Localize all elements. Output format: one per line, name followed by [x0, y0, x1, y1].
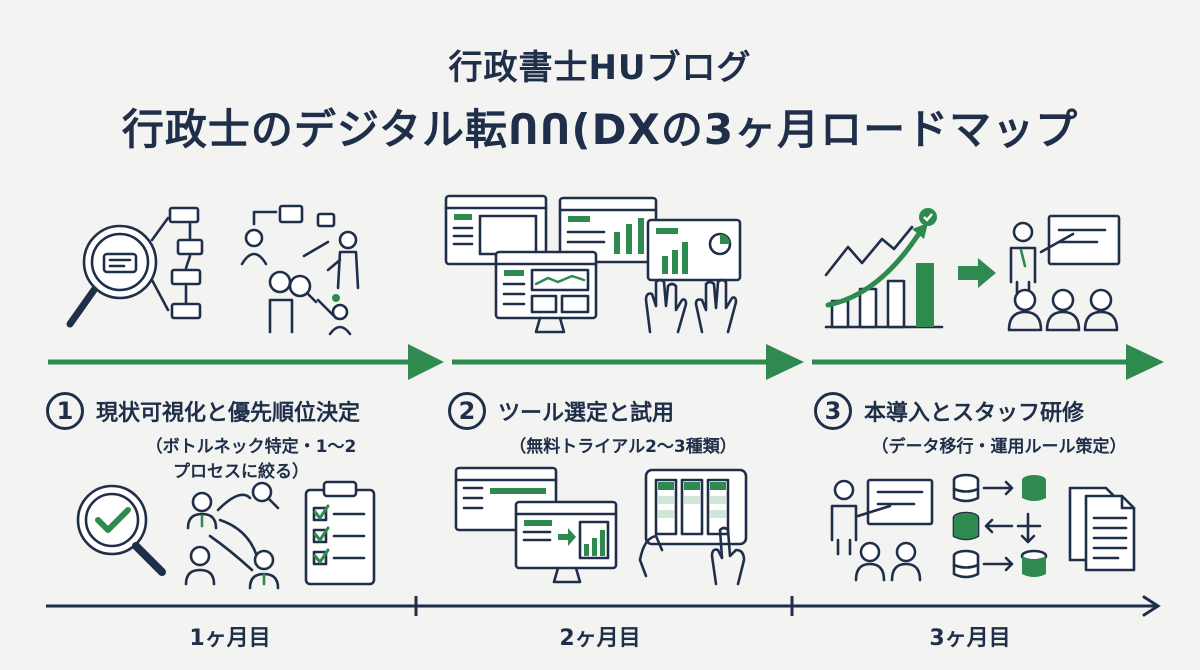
- step-2: 2 ツール選定と試用 （無料トライアル2〜3種類）: [448, 392, 778, 457]
- step-number: 3: [814, 392, 852, 430]
- step-number: 1: [46, 392, 84, 430]
- clipboard-checklist-icon: [304, 480, 376, 586]
- step-subtitle-line1: （無料トライアル2〜3種類）: [509, 437, 737, 457]
- presenter-audience-icon: [1007, 214, 1121, 332]
- step-title: 本導入とスタッフ研修: [864, 401, 1085, 426]
- page-title: 行政士のデジタル転ՈՈ(DXの3ヶ月ロードマップ: [121, 105, 1079, 154]
- step-title: ツール選定と試用: [498, 401, 675, 426]
- magnifier-flowchart-icon: [66, 206, 204, 328]
- step-subtitle-line2: プロセスに絞る）: [173, 462, 309, 482]
- growth-chart-icon: [824, 208, 944, 329]
- step-1: 1 現状可視化と優先順位決定 （ボトルネック特定・1〜2 プロセスに絞る）: [46, 392, 416, 482]
- blog-brand: 行政書士HUブログ: [448, 48, 752, 88]
- team-research-icon: [240, 204, 360, 336]
- database-migration-icon: [952, 473, 1048, 579]
- tablet-hands-icon: [638, 468, 748, 586]
- hands-on-dashboard-icon: [644, 218, 742, 334]
- phase2-arrow: [452, 344, 804, 380]
- people-network-icon: [184, 481, 280, 590]
- timeline-axis: [46, 595, 1161, 617]
- step-number: 2: [448, 392, 486, 430]
- arrow-right-icon: [958, 258, 996, 288]
- month-label-1: 1ヶ月目: [189, 626, 271, 651]
- step-title: 現状可視化と優先順位決定: [96, 401, 361, 426]
- phase1-arrow: [48, 344, 444, 380]
- multiple-monitors-icon: [444, 194, 658, 334]
- step-subtitle-line1: （ボトルネック特定・1〜2: [145, 437, 357, 457]
- step-subtitle-line1: （データ移行・運用ルール策定）: [871, 437, 1127, 457]
- magnifier-check-icon: [76, 484, 166, 576]
- screens-transfer-icon: [454, 466, 618, 584]
- training-session-icon: [830, 478, 934, 582]
- documents-icon: [1068, 486, 1136, 572]
- month-label-3: 3ヶ月目: [929, 626, 1011, 651]
- phase3-arrow: [812, 344, 1164, 380]
- month-label-2: 2ヶ月目: [559, 626, 641, 651]
- step-3: 3 本導入とスタッフ研修 （データ移行・運用ルール策定）: [814, 392, 1164, 457]
